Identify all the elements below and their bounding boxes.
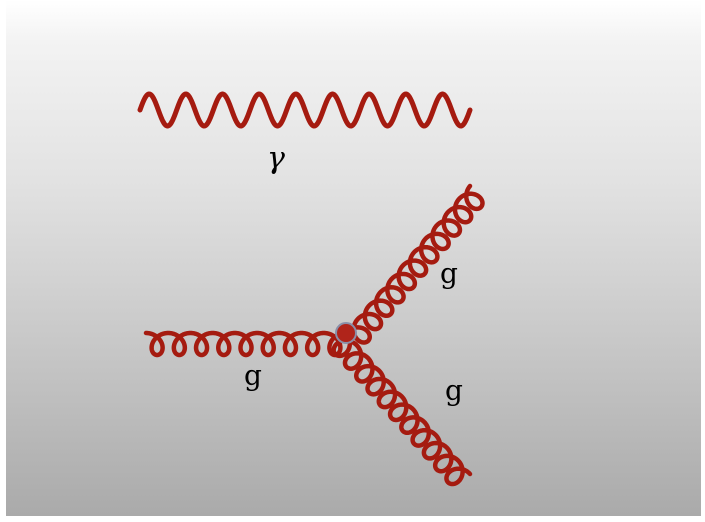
gluon-incoming — [146, 333, 346, 355]
gluon-label-incoming: g — [244, 359, 262, 392]
gluon-lower-outgoing — [334, 333, 470, 484]
photon-propagator — [140, 94, 470, 126]
gluon-upper-outgoing — [346, 186, 482, 343]
photon-label: γ — [267, 141, 285, 176]
interaction-vertex — [336, 323, 356, 343]
gluon-label-lower-outgoing: g — [445, 374, 463, 407]
gluon-label-upper-outgoing: g — [440, 257, 458, 290]
